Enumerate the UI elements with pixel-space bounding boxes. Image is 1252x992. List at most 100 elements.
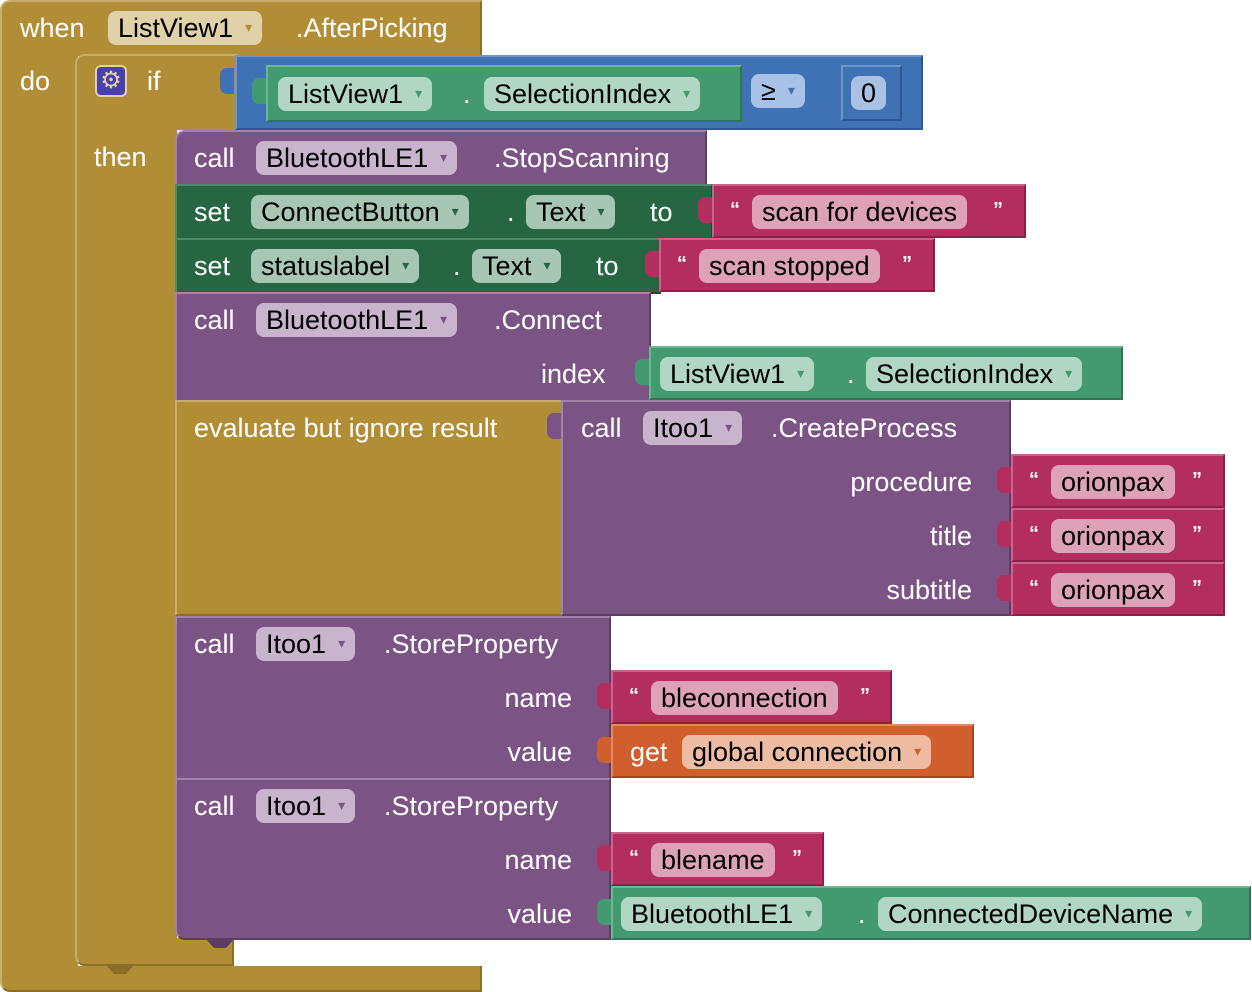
condition-getter-plug — [252, 78, 266, 104]
dropdown-arrow-icon: ▾ — [1065, 364, 1073, 381]
dropdown-arrow-icon: ▾ — [797, 364, 805, 381]
text-block-plug — [997, 521, 1011, 547]
store-name-method: .StoreProperty — [384, 791, 559, 821]
dropdown-arrow-icon: ▾ — [415, 84, 423, 101]
event-name: .AfterPicking — [296, 13, 448, 43]
index-component-dropdown[interactable]: ListView1▾ — [660, 357, 815, 391]
call-label: call — [581, 413, 622, 443]
dropdown-arrow-icon: ▾ — [805, 904, 813, 921]
if-block-notch — [105, 964, 135, 974]
close-quote-icon: ” — [1192, 577, 1202, 599]
dropdown-arrow-icon: ▾ — [725, 418, 733, 435]
call-label: call — [194, 143, 235, 173]
store-connection-component-dropdown[interactable]: Itoo1▾ — [256, 627, 356, 661]
connect-component-value: BluetoothLE1 — [266, 305, 429, 335]
then-label: then — [94, 142, 147, 172]
getter-plug — [597, 899, 611, 925]
store-property-connection-block[interactable] — [175, 616, 611, 780]
condition-property-value: SelectionIndex — [494, 79, 672, 109]
index-arg-label: index — [541, 359, 606, 389]
stop-scanning-component-value: BluetoothLE1 — [266, 143, 429, 173]
dropdown-arrow-icon: ▾ — [402, 256, 410, 273]
text-value-field[interactable]: orionpax — [1051, 573, 1175, 607]
text-value-field[interactable]: scan for devices — [752, 195, 968, 229]
connectbutton-component-dropdown[interactable]: ConnectButton▾ — [251, 195, 469, 229]
dropdown-arrow-icon: ▾ — [787, 81, 795, 98]
procedure-arg-label: procedure — [850, 467, 972, 497]
device-property-dropdown[interactable]: ConnectedDeviceName▾ — [878, 897, 1203, 931]
event-component-value: ListView1 — [118, 13, 234, 43]
call-label: call — [194, 629, 235, 659]
name-arg-label: name — [504, 683, 572, 713]
stop-scanning-method: .StopScanning — [494, 143, 670, 173]
open-quote-icon: “ — [1029, 577, 1039, 599]
open-quote-icon: “ — [677, 253, 687, 275]
store-connection-method: .StoreProperty — [384, 629, 559, 659]
variable-dropdown[interactable]: global connection▾ — [682, 735, 932, 769]
text-block-plug — [597, 683, 611, 709]
number-value-field[interactable]: 0 — [851, 76, 887, 110]
statuslabel-component-dropdown[interactable]: statuslabel▾ — [251, 249, 420, 283]
text-block-plug — [997, 575, 1011, 601]
create-process-component-dropdown[interactable]: Itoo1 ▾ — [643, 411, 743, 445]
connect-method: .Connect — [494, 305, 603, 335]
stop-scanning-component-dropdown[interactable]: BluetoothLE1 ▾ — [256, 141, 458, 175]
close-quote-icon: ” — [1192, 523, 1202, 545]
create-process-component-value: Itoo1 — [653, 413, 714, 443]
connect-component-dropdown[interactable]: BluetoothLE1▾ — [256, 303, 458, 337]
event-block-left-arm — [0, 54, 78, 970]
set-label: set — [194, 251, 231, 281]
set-label: set — [194, 197, 231, 227]
to-label: to — [596, 251, 619, 281]
condition-property-dropdown[interactable]: SelectionIndex▾ — [484, 77, 701, 111]
close-quote-icon: ” — [993, 199, 1003, 221]
title-arg-label: title — [929, 521, 972, 551]
event-component-dropdown[interactable]: ListView1▾ — [108, 11, 263, 45]
method-plug — [547, 413, 561, 439]
setter-dot: . — [453, 251, 461, 281]
open-quote-icon: “ — [730, 199, 740, 221]
condition-component-value: ListView1 — [288, 79, 404, 109]
text-value-field[interactable]: blename — [651, 843, 775, 877]
index-property-dropdown[interactable]: SelectionIndex▾ — [866, 357, 1083, 391]
getter-dot: . — [847, 359, 855, 389]
text-block-subtitle[interactable] — [1011, 562, 1225, 616]
store-property-name-block[interactable] — [175, 778, 611, 940]
operator-dropdown[interactable]: ≥▾ — [751, 74, 805, 108]
connectbutton-property-value: Text — [536, 197, 586, 227]
dropdown-arrow-icon: ▾ — [597, 202, 605, 219]
create-process-block[interactable] — [561, 400, 1011, 616]
if-block-left-arm — [75, 128, 177, 942]
condition-component-dropdown[interactable]: ListView1 ▾ — [278, 77, 433, 111]
mutator-gear-icon[interactable]: ⚙ — [95, 65, 127, 97]
dropdown-arrow-icon: ▾ — [440, 148, 448, 165]
close-quote-icon: ” — [902, 253, 912, 275]
store-name-component-dropdown[interactable]: Itoo1▾ — [256, 789, 356, 823]
text-block-scan-for-devices[interactable] — [712, 184, 1026, 238]
store-property-notch — [205, 938, 235, 948]
event-block-bottom — [0, 966, 482, 992]
evaluate-ignore-block[interactable] — [175, 400, 565, 616]
text-value-field[interactable]: orionpax — [1051, 519, 1175, 553]
getter-plug — [597, 737, 611, 763]
text-block-plug — [698, 197, 712, 223]
name-arg-label: name — [504, 845, 572, 875]
get-label: get — [630, 737, 668, 767]
open-quote-icon: “ — [629, 847, 639, 869]
open-quote-icon: “ — [629, 685, 639, 707]
device-component-dropdown[interactable]: BluetoothLE1▾ — [621, 897, 823, 931]
value-arg-label: value — [507, 737, 572, 767]
evaluate-label: evaluate but ignore result — [194, 413, 498, 443]
getter-plug — [635, 359, 649, 385]
text-value-field[interactable]: scan stopped — [699, 249, 880, 283]
statuslabel-property-value: Text — [482, 251, 532, 281]
text-value-field[interactable]: orionpax — [1051, 465, 1175, 499]
compare-block-plug — [220, 68, 234, 94]
statuslabel-property-dropdown[interactable]: Text▾ — [472, 249, 561, 283]
connectbutton-property-dropdown[interactable]: Text ▾ — [526, 195, 615, 229]
if-block-bottom — [75, 938, 234, 966]
value-arg-label: value — [507, 899, 572, 929]
text-value-field[interactable]: bleconnection — [651, 681, 838, 715]
open-quote-icon: “ — [1029, 469, 1039, 491]
setter-dot: . — [507, 197, 515, 227]
